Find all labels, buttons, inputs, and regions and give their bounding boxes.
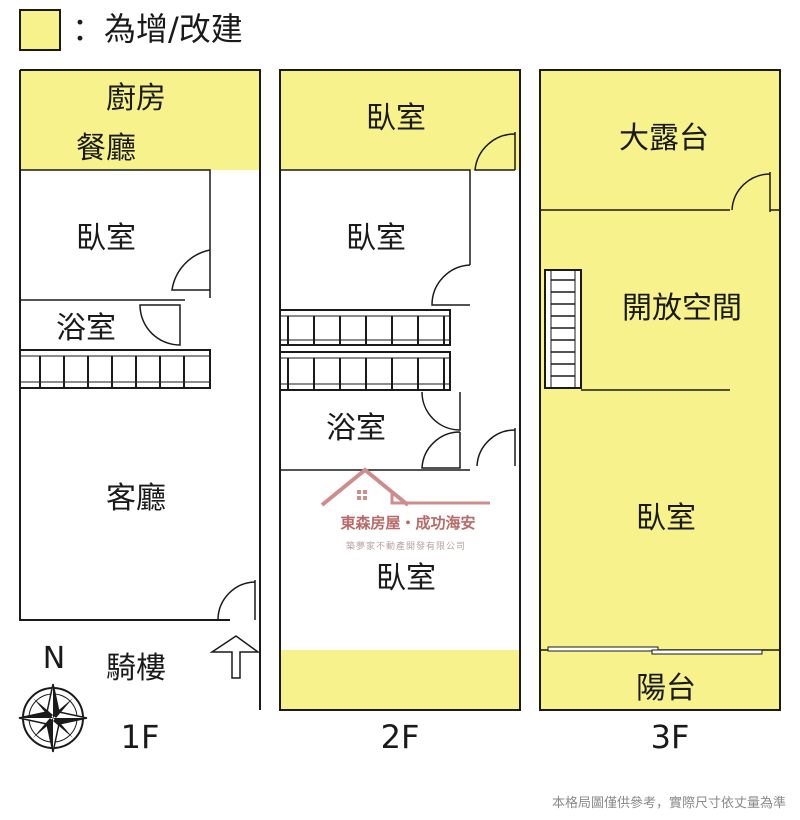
floor-2f: 臥室 臥室 浴室 臥室 2F [279,69,521,756]
wall [19,70,230,621]
room-kitchen: 廚房 [106,81,166,116]
room-living: 客廳 [106,481,166,516]
floor-label-2f: 2F [381,718,420,756]
door [421,391,461,431]
legend-text: ：為增/改建 [72,10,243,48]
room-bedroom: 臥室 [76,221,136,256]
north-label: N [43,641,65,676]
addition-area-2f-bottom [280,650,520,710]
room-bath: 浴室 [56,311,116,346]
watermark-tagline: 築夢家不動產開發有限公司 [346,540,466,552]
room-bedroom-bottom: 臥室 [376,561,436,596]
wall [280,169,471,265]
entry-arrow-icon [209,635,261,679]
addition-area-1f [20,70,260,170]
room-terrace: 大露台 [619,121,709,156]
floor-label-1f: 1F [121,718,160,756]
door [476,428,516,467]
room-balcony: 陽台 [636,671,696,706]
watermark: 東森房屋・成功海安 築夢家不動產開發有限公司 [320,467,490,552]
floor-label-3f: 3F [651,718,690,756]
staircase-3f [544,269,582,389]
room-bedroom: 臥室 [636,501,696,536]
door [474,132,516,171]
floor-3f: 大露台 開放空間 臥室 陽台 3F [539,69,781,756]
wall [539,69,781,711]
front-door [217,580,256,621]
legend-swatch [19,9,61,51]
wall [20,69,261,710]
floor-1f: 廚房 餐廳 臥室 浴室 客廳 騎樓 1F [19,69,261,756]
room-bedroom-top: 臥室 [366,101,426,136]
door [731,172,771,212]
room-open-space: 開放空間 [622,291,742,326]
room-bath: 浴室 [326,411,386,446]
door [139,304,181,346]
staircase-2f [279,309,451,391]
compass-icon [18,683,88,753]
door [421,431,461,469]
sliding-door [540,646,780,655]
staircase-1f [19,349,211,389]
wall [20,169,211,250]
disclaimer: 本格局圖僅供參考，實際尺寸依丈量為準 [552,795,786,811]
door [431,264,471,306]
watermark-company: 東森房屋・成功海安 [340,514,475,532]
door [171,249,211,298]
room-arcade: 騎樓 [106,651,166,686]
room-bedroom-mid: 臥室 [346,221,406,256]
room-dining: 餐廳 [76,131,136,166]
